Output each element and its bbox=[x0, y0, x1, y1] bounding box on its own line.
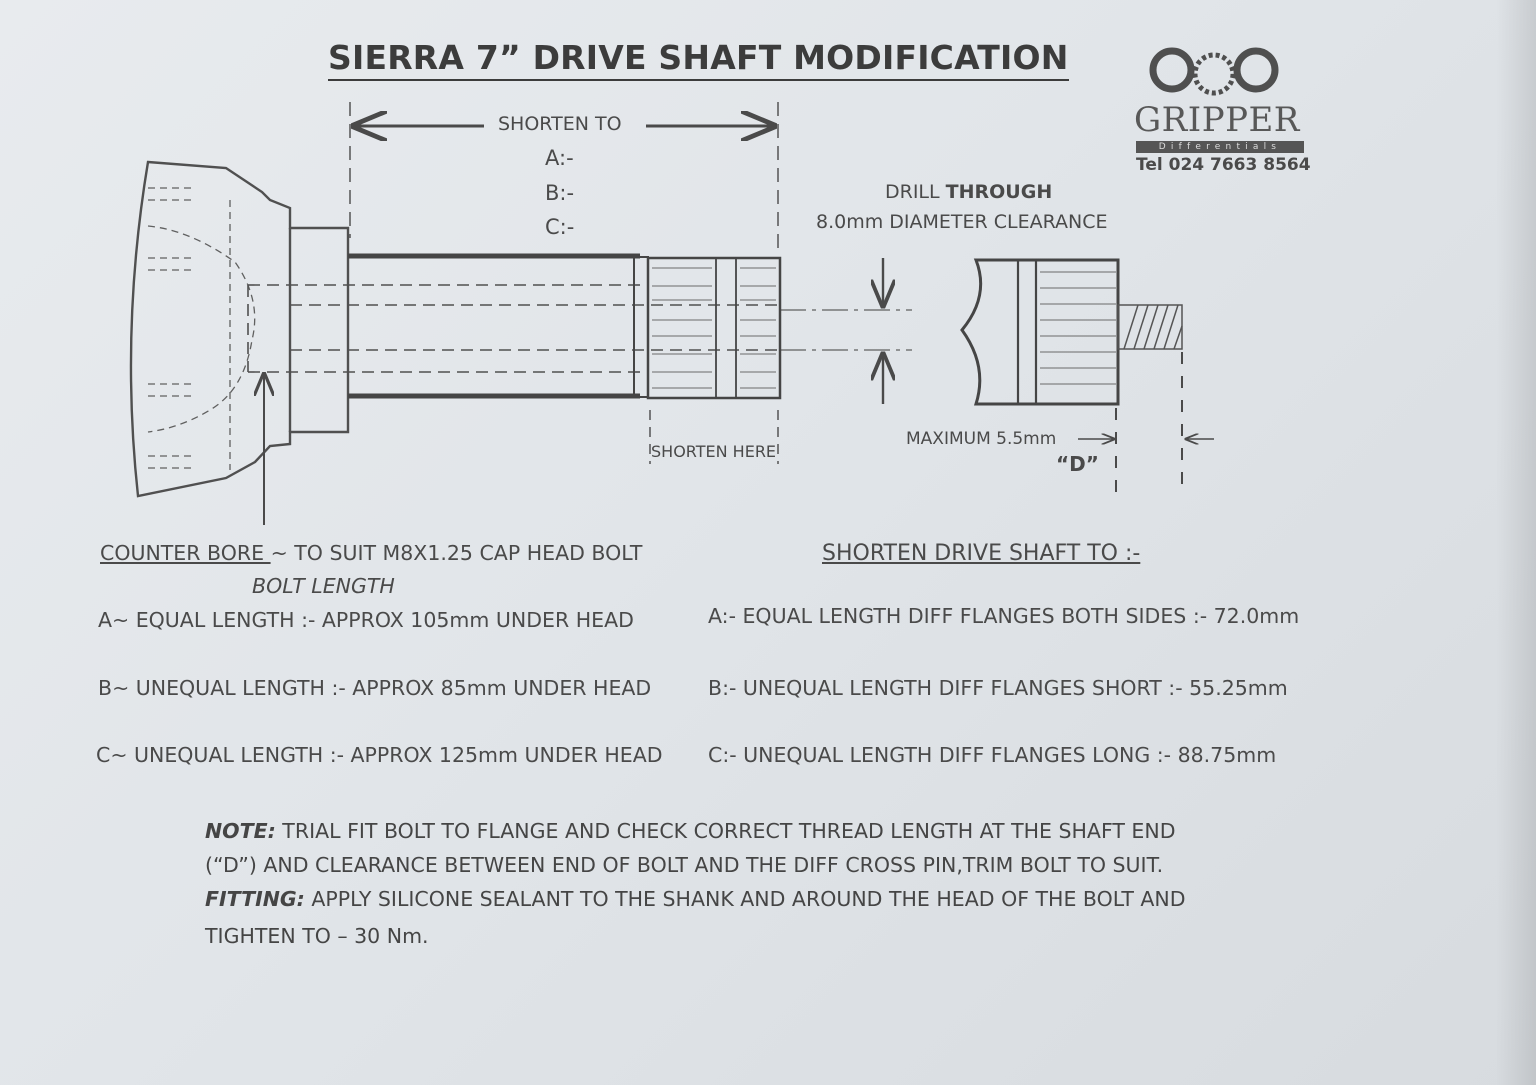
spline-lines bbox=[652, 267, 776, 389]
clearance-label: 8.0mm DIAMETER CLEARANCE bbox=[816, 211, 1108, 233]
fitting-label: FITTING: bbox=[205, 887, 305, 911]
bolt-thread bbox=[1117, 304, 1183, 350]
drill-through-bold: THROUGH bbox=[945, 181, 1053, 203]
d-label: “D” bbox=[1056, 452, 1099, 476]
note-label: NOTE: bbox=[205, 819, 276, 843]
shorten-to-label: SHORTEN TO bbox=[498, 113, 622, 135]
shorten-here-marks bbox=[649, 410, 779, 464]
fitting-line-1: FITTING: APPLY SILICONE SEALANT TO THE S… bbox=[205, 887, 1186, 911]
logo-telephone: Tel 024 7663 8564 bbox=[1136, 155, 1311, 175]
flange-hidden-lines bbox=[147, 187, 256, 470]
drill-through-label: DRILL THROUGH bbox=[885, 181, 1052, 203]
bolt-row-c: C~ UNEQUAL LENGTH :- APPROX 125mm UNDER … bbox=[96, 743, 663, 767]
shaft-end-detail bbox=[960, 258, 1120, 406]
counter-bore-heading: COUNTER BORE ~ TO SUIT M8X1.25 CAP HEAD … bbox=[100, 541, 642, 565]
three-gears-icon bbox=[1149, 47, 1279, 96]
sheet-edge-shadow bbox=[1496, 0, 1536, 1085]
maximum-label: MAXIMUM 5.5mm bbox=[906, 429, 1057, 449]
bore-hidden-lines bbox=[247, 284, 780, 373]
dim-a-label: A:- bbox=[545, 146, 574, 170]
flange-outline bbox=[129, 160, 350, 498]
bolt-length-heading: BOLT LENGTH bbox=[252, 574, 395, 598]
dim-b-label: B:- bbox=[545, 181, 575, 205]
shaft-row-a: A:- EQUAL LENGTH DIFF FLANGES BOTH SIDES… bbox=[708, 604, 1300, 628]
shaft-row-c: C:- UNEQUAL LENGTH DIFF FLANGES LONG :- … bbox=[708, 743, 1277, 767]
page-title: SIERRA 7” DRIVE SHAFT MODIFICATION bbox=[328, 38, 1069, 81]
counter-bore-spec: ~ TO SUIT M8X1.25 CAP HEAD BOLT bbox=[270, 541, 643, 565]
drill-label: DRILL bbox=[885, 181, 940, 203]
logo-name: GRIPPER bbox=[1134, 100, 1300, 140]
fitting-text-1: APPLY SILICONE SEALANT TO THE SHANK AND … bbox=[304, 887, 1186, 911]
note-line-2: (“D”) AND CLEARANCE BETWEEN END OF BOLT … bbox=[205, 853, 1164, 877]
shaft-body bbox=[348, 253, 782, 400]
logo-subtitle: Differentials bbox=[1136, 141, 1304, 153]
dim-c-label: C:- bbox=[545, 215, 575, 239]
note-line-1: NOTE: TRIAL FIT BOLT TO FLANGE AND CHECK… bbox=[205, 819, 1176, 843]
bolt-row-b: B~ UNEQUAL LENGTH :- APPROX 85mm UNDER H… bbox=[98, 676, 652, 700]
counter-bore-label: COUNTER BORE bbox=[100, 541, 271, 565]
shorten-shaft-heading: SHORTEN DRIVE SHAFT TO :- bbox=[822, 541, 1141, 566]
shaft-end-splines bbox=[1040, 271, 1116, 385]
shorten-to-dimension bbox=[349, 102, 779, 250]
bolt-row-a: A~ EQUAL LENGTH :- APPROX 105mm UNDER HE… bbox=[98, 608, 634, 632]
fitting-line-2: TIGHTEN TO – 30 Nm. bbox=[205, 924, 429, 948]
note-text-1: TRIAL FIT BOLT TO FLANGE AND CHECK CORRE… bbox=[275, 819, 1176, 843]
shaft-row-b: B:- UNEQUAL LENGTH DIFF FLANGES SHORT :-… bbox=[708, 676, 1288, 700]
centre-lines bbox=[780, 309, 912, 351]
d-dimension-lines bbox=[1115, 352, 1183, 496]
shorten-here-label: SHORTEN HERE bbox=[651, 442, 777, 461]
